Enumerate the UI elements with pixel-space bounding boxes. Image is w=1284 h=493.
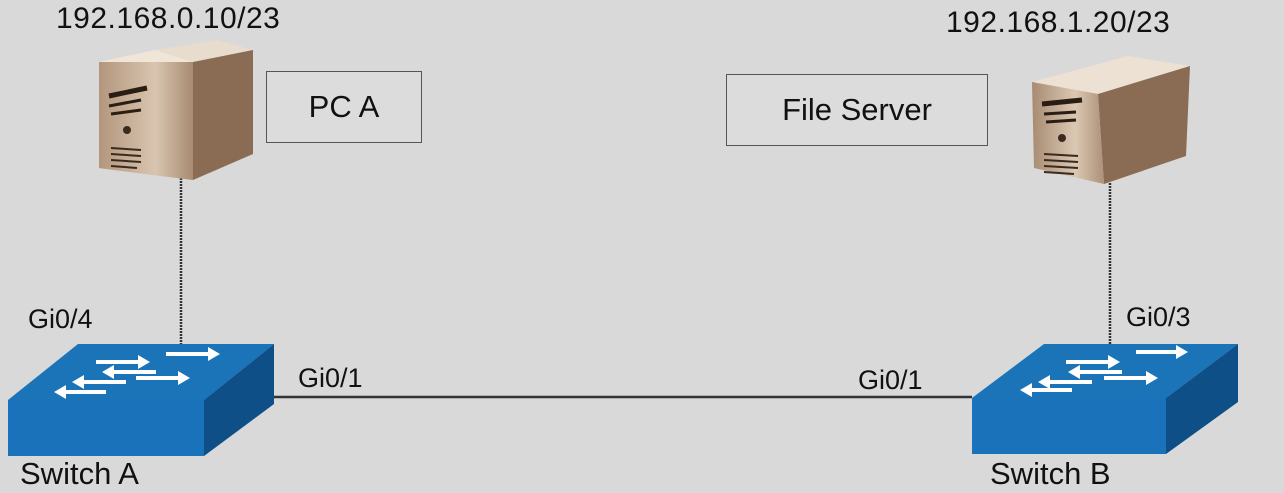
file-server-icon[interactable] [1028, 38, 1194, 188]
pc-a-name-box: PC A [266, 71, 422, 143]
switch-b-uplink-port-label: Gi0/1 [858, 365, 923, 395]
switch-b-icon[interactable] [970, 342, 1242, 458]
pc-a-name-label: PC A [308, 89, 380, 124]
pc-a-ip-label: 192.168.0.10/23 [56, 2, 281, 35]
switch-b-host-port-label: Gi0/3 [1126, 302, 1191, 332]
switch-a-uplink-port-label: Gi0/1 [298, 363, 363, 393]
switch-a-host-port-label: Gi0/4 [28, 304, 93, 334]
file-server-ip-label: 192.168.1.20/23 [946, 6, 1171, 39]
file-server-name-box: File Server [726, 74, 988, 146]
file-server-name-label: File Server [782, 92, 932, 127]
switch-a-name-label: Switch A [20, 456, 139, 491]
switch-b-name-label: Switch B [990, 456, 1111, 491]
pc-a-server-icon[interactable] [97, 38, 263, 182]
switch-a-icon[interactable] [6, 342, 276, 458]
